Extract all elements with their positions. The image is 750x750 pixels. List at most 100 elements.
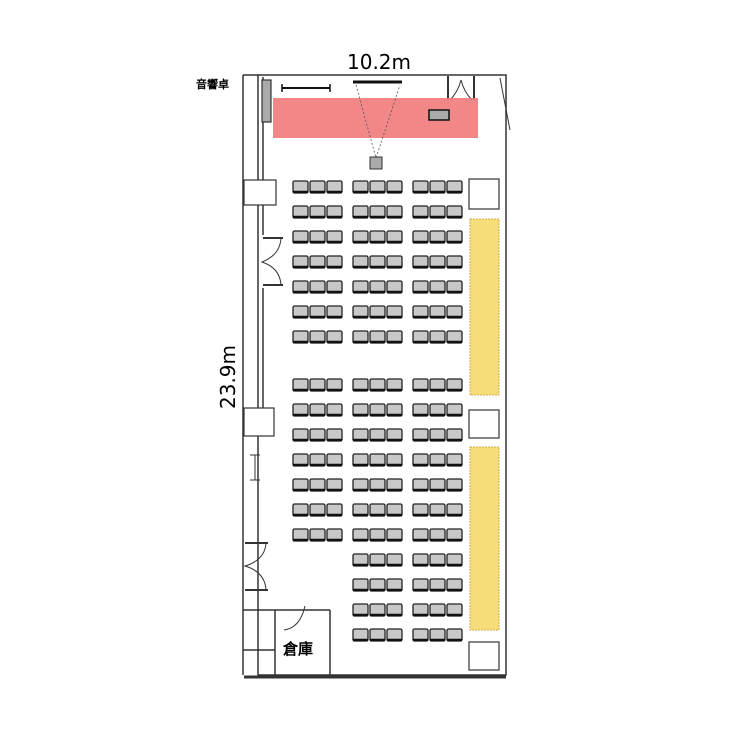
seat xyxy=(309,378,326,392)
seat xyxy=(369,553,386,567)
seat xyxy=(412,603,429,617)
seat xyxy=(352,503,369,517)
seat xyxy=(386,528,403,542)
seat xyxy=(386,230,403,244)
seat xyxy=(309,453,326,467)
seat xyxy=(352,378,369,392)
seat xyxy=(386,255,403,269)
seat xyxy=(386,403,403,417)
seat xyxy=(429,305,446,319)
seat xyxy=(446,503,463,517)
seat xyxy=(292,330,309,344)
storage-room-label: 倉庫 xyxy=(283,640,314,658)
seat xyxy=(369,453,386,467)
seat xyxy=(352,603,369,617)
seat xyxy=(429,378,446,392)
seat xyxy=(429,603,446,617)
seat xyxy=(429,255,446,269)
seat xyxy=(352,205,369,219)
seat xyxy=(369,603,386,617)
seat xyxy=(412,205,429,219)
seat xyxy=(386,603,403,617)
seat xyxy=(326,330,343,344)
seat xyxy=(369,478,386,492)
seat xyxy=(429,478,446,492)
seat xyxy=(326,378,343,392)
seat xyxy=(446,205,463,219)
seat xyxy=(412,453,429,467)
seat xyxy=(446,428,463,442)
seat xyxy=(386,578,403,592)
seat xyxy=(352,628,369,642)
projector xyxy=(369,156,383,170)
seat xyxy=(412,503,429,517)
seat xyxy=(386,428,403,442)
seat xyxy=(326,305,343,319)
seat xyxy=(292,230,309,244)
doors xyxy=(243,76,511,631)
seat xyxy=(369,503,386,517)
seat xyxy=(386,553,403,567)
seating xyxy=(292,180,463,642)
seat xyxy=(309,478,326,492)
seat xyxy=(446,578,463,592)
seat xyxy=(412,378,429,392)
seat xyxy=(309,255,326,269)
seat xyxy=(292,403,309,417)
seat xyxy=(309,428,326,442)
seat xyxy=(309,280,326,294)
seat xyxy=(412,528,429,542)
seat xyxy=(292,503,309,517)
seat xyxy=(352,553,369,567)
seat xyxy=(386,180,403,194)
seat xyxy=(369,180,386,194)
seat xyxy=(309,403,326,417)
seat xyxy=(412,578,429,592)
seat xyxy=(292,478,309,492)
seat xyxy=(429,280,446,294)
seat xyxy=(309,528,326,542)
walls xyxy=(242,74,507,679)
seat xyxy=(369,305,386,319)
seat xyxy=(429,628,446,642)
seat xyxy=(369,528,386,542)
screen xyxy=(281,80,402,160)
seat xyxy=(369,280,386,294)
seat xyxy=(369,378,386,392)
seat xyxy=(429,403,446,417)
seat xyxy=(446,553,463,567)
seat xyxy=(446,478,463,492)
seat xyxy=(309,180,326,194)
seat xyxy=(326,255,343,269)
seat xyxy=(292,305,309,319)
seat xyxy=(352,305,369,319)
seat xyxy=(412,553,429,567)
seat xyxy=(446,305,463,319)
seat xyxy=(446,255,463,269)
seat xyxy=(352,230,369,244)
seat xyxy=(309,230,326,244)
seat xyxy=(429,528,446,542)
seat xyxy=(429,205,446,219)
seat xyxy=(326,280,343,294)
seat xyxy=(412,180,429,194)
seat xyxy=(352,180,369,194)
seat xyxy=(352,403,369,417)
seat xyxy=(309,330,326,344)
seat xyxy=(309,305,326,319)
seat xyxy=(412,628,429,642)
seat xyxy=(369,628,386,642)
seat xyxy=(369,428,386,442)
lectern xyxy=(428,109,450,121)
seat xyxy=(386,280,403,294)
seat xyxy=(412,280,429,294)
height-dimension-label: 23.9m xyxy=(216,344,241,410)
seat xyxy=(352,428,369,442)
seat xyxy=(352,578,369,592)
seat xyxy=(326,478,343,492)
side-area-upper xyxy=(469,218,500,396)
seat xyxy=(429,428,446,442)
seat xyxy=(369,330,386,344)
seat xyxy=(412,305,429,319)
